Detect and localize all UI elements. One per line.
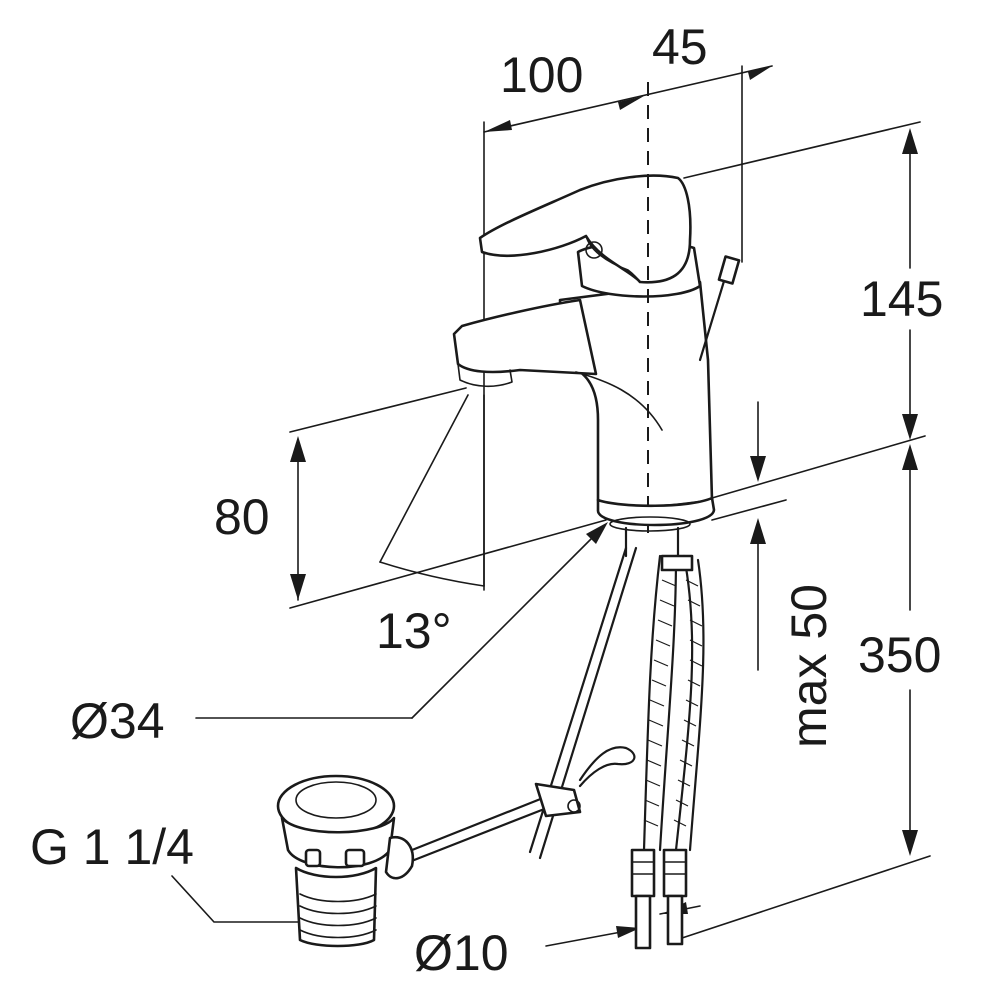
dim-hose-diameter: Ø10 — [414, 925, 509, 981]
faucet — [452, 82, 741, 558]
popup-linkage — [400, 546, 638, 866]
waste-valve — [276, 774, 415, 948]
dim-spout-angle: 13° — [376, 603, 452, 659]
lever-handle — [478, 174, 692, 284]
dim-overall-height: 350 — [858, 627, 941, 683]
dim-height-upper: 145 — [860, 271, 943, 327]
dim-hole-diameter: Ø34 — [70, 693, 165, 749]
spout — [452, 298, 598, 376]
popup-rod — [698, 266, 730, 362]
hose-connector-right — [662, 848, 688, 898]
dimension-labels: 100 45 145 80 13° Ø34 max 50 350 G 1 1/4… — [30, 19, 943, 981]
dim-max-thickness: max 50 — [781, 584, 837, 748]
flexible-hoses — [630, 554, 705, 950]
waste-thread — [294, 866, 378, 948]
dim-handle-offset: 45 — [652, 19, 708, 75]
hose-connector-left — [630, 848, 656, 898]
dim-spout-reach: 100 — [500, 47, 583, 103]
dim-waste-thread: G 1 1/4 — [30, 819, 194, 875]
dim-spout-height: 80 — [214, 489, 270, 545]
